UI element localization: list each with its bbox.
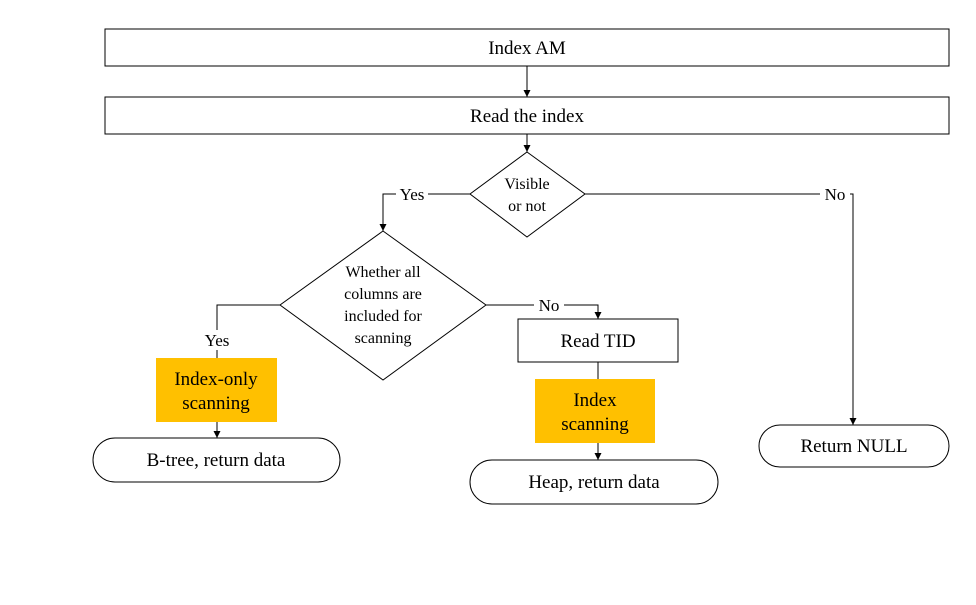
decision-visible-line-1: Visible <box>504 176 549 193</box>
edge-label-bg <box>199 330 235 350</box>
node-index-only-line-1: Index-only <box>174 369 258 390</box>
decision-visible <box>469 151 586 238</box>
node-index-only-scanning <box>156 358 277 422</box>
decision-visible-line-2: or not <box>508 198 546 215</box>
edge-label-columns-yes: Yes <box>205 331 230 350</box>
terminal-btree-return <box>92 437 341 483</box>
terminal-return-null <box>758 424 950 468</box>
edge-visible-no <box>585 193 857 425</box>
node-index-scanning-line-2: scanning <box>561 414 629 435</box>
terminal-return-null-label: Return NULL <box>800 436 907 457</box>
edge-label-bg <box>534 295 564 315</box>
edge-label-bg <box>396 184 428 204</box>
edge-visible-yes <box>379 193 470 231</box>
edge-label-columns-no: No <box>539 296 560 315</box>
node-read-tid <box>517 318 679 363</box>
edge-label-visible-yes: Yes <box>400 185 425 204</box>
node-index-scanning <box>535 379 655 443</box>
terminal-heap-return <box>469 459 719 505</box>
node-index-am-label: Index AM <box>488 38 566 59</box>
edge-label-bg <box>820 184 850 204</box>
node-index-scanning-line-1: Index <box>573 390 617 411</box>
edge-columns-no <box>486 304 602 319</box>
decision-columns-line-3: included for <box>344 308 422 325</box>
decision-columns <box>279 230 487 381</box>
node-read-index-label: Read the index <box>470 106 584 127</box>
node-read-tid-label: Read TID <box>560 331 635 352</box>
edge-label-visible-no: No <box>825 185 846 204</box>
node-read-index <box>104 96 950 135</box>
terminal-btree-return-label: B-tree, return data <box>147 450 286 471</box>
decision-columns-line-1: Whether all <box>345 264 421 281</box>
node-index-am <box>104 28 950 67</box>
decision-columns-line-4: scanning <box>355 330 412 347</box>
terminal-heap-return-label: Heap, return data <box>528 472 660 493</box>
node-index-only-line-2: scanning <box>182 393 250 414</box>
decision-columns-line-2: columns are <box>344 286 422 303</box>
